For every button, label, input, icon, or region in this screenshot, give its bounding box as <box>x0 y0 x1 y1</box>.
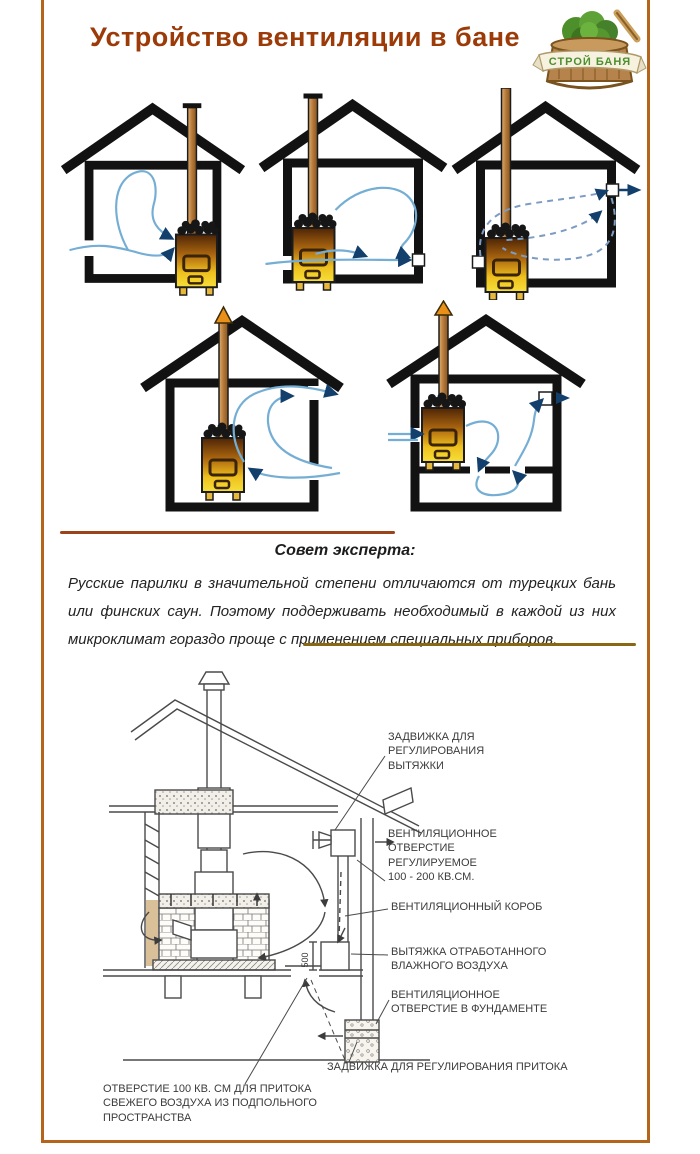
label-adjustable-vent: ВЕНТИЛЯЦИОННОЕ ОТВЕРСТИЕ РЕГУЛИРУЕМОЕ 10… <box>388 828 497 883</box>
stones-band <box>158 893 270 909</box>
outlet-vent <box>538 391 553 406</box>
walls <box>283 158 423 284</box>
section-drawing-svg: 500 <box>103 671 430 1085</box>
stroy-banya-logo: СТРОЙ БАНЯ <box>531 5 648 102</box>
underfloor-airflow <box>301 978 336 1013</box>
foundation-block <box>344 1019 380 1063</box>
chimney <box>500 88 512 239</box>
divider-top <box>60 531 395 534</box>
label-underfloor-intake: ОТВЕРСТИЕ 100 КВ. СМ ДЛЯ ПРИТОКА СВЕЖЕГО… <box>103 1083 317 1124</box>
ventilation-scheme-5 <box>386 300 586 512</box>
chimney <box>307 97 319 231</box>
walls <box>410 374 562 512</box>
room-airflow <box>242 850 329 908</box>
chimney <box>186 106 198 238</box>
roof <box>386 314 586 389</box>
airflow-dashed <box>478 188 616 261</box>
ventilation-scheme-2 <box>258 93 448 292</box>
roof-line <box>130 699 420 827</box>
airflow-arrows <box>69 170 175 263</box>
bath-section-drawing: 500 ЗАДВИЖКА ДЛЯ РЕГУЛИРОВАНИЯ ВЫТЯЖКИ В… <box>95 668 655 1128</box>
exhaust-intake-box <box>320 941 350 971</box>
walls <box>165 378 319 512</box>
ceiling-insulation <box>154 789 234 815</box>
stove-brick-right <box>232 899 270 969</box>
airflow-arrows <box>265 186 418 268</box>
floor-intake-gap <box>291 968 319 978</box>
leader-lines <box>244 755 390 1085</box>
ventilation-scheme-1 <box>60 102 246 297</box>
stove <box>420 391 468 472</box>
vent-opening-box <box>330 829 356 857</box>
page-frame-border <box>41 0 650 1143</box>
label-exhaust-damper: ЗАДВИЖКА ДЛЯ РЕГУЛИРОВАНИЯ ВЫТЯЖКИ <box>388 731 485 772</box>
walls <box>476 160 616 288</box>
exit-arrow <box>556 392 570 404</box>
ventilation-scheme-4 <box>140 305 344 512</box>
stove <box>174 217 221 297</box>
label-exhaust-humid-air: ВЫТЯЖКА ОТРАБОТАННОГО ВЛАЖНОГО ВОЗДУХА <box>391 946 547 973</box>
label-vent-duct: ВЕНТИЛЯЦИОННЫЙ КОРОБ <box>391 901 543 913</box>
wall-vent-gap <box>277 256 294 270</box>
label-intake-damper: ЗАДВИЖКА ДЛЯ РЕГУЛИРОВАНИЯ ПРИТОКА <box>327 1061 568 1073</box>
dimension-500: 500 <box>300 952 310 967</box>
outlet-vent <box>411 253 426 267</box>
roof <box>451 100 641 175</box>
page-title: Устройство вентиляции в бане <box>89 22 521 52</box>
roof <box>258 98 448 173</box>
stove-base <box>152 959 276 971</box>
roof <box>60 102 246 175</box>
wall-vent-gap <box>79 240 95 256</box>
exit-arrow <box>627 184 642 196</box>
stove-door <box>190 929 238 959</box>
airflow-arrows <box>388 397 545 497</box>
outlet-vent <box>605 183 620 197</box>
inlet-vent <box>471 255 486 269</box>
wall-lining <box>146 900 158 966</box>
divider-bottom <box>303 643 636 646</box>
stove <box>484 221 531 300</box>
logo-text: СТРОЙ БАНЯ <box>549 55 631 68</box>
logo-banner: СТРОЙ БАНЯ <box>532 49 647 75</box>
advice-heading: Совет эксперта: <box>274 542 416 559</box>
advice-paragraph: Русские парилки в значительной степени о… <box>68 575 616 648</box>
roof <box>140 314 344 393</box>
walls <box>84 160 222 283</box>
bath-tub-logo-icon: СТРОЙ БАНЯ <box>532 9 647 90</box>
damper-plate <box>382 786 414 816</box>
stove <box>200 421 248 502</box>
chimney-arrow-tip <box>433 300 454 316</box>
label-foundation-vent: ВЕНТИЛЯЦИОННОЕ ОТВЕРСТИЕ В ФУНДАМЕНТЕ <box>391 989 548 1016</box>
ventilation-scheme-3 <box>451 88 642 300</box>
chimney <box>218 321 229 441</box>
chimney-arrow-tip <box>213 305 234 324</box>
airflow-arrows <box>232 383 341 482</box>
ash-tray <box>172 919 192 941</box>
chimney-cap <box>197 671 231 685</box>
